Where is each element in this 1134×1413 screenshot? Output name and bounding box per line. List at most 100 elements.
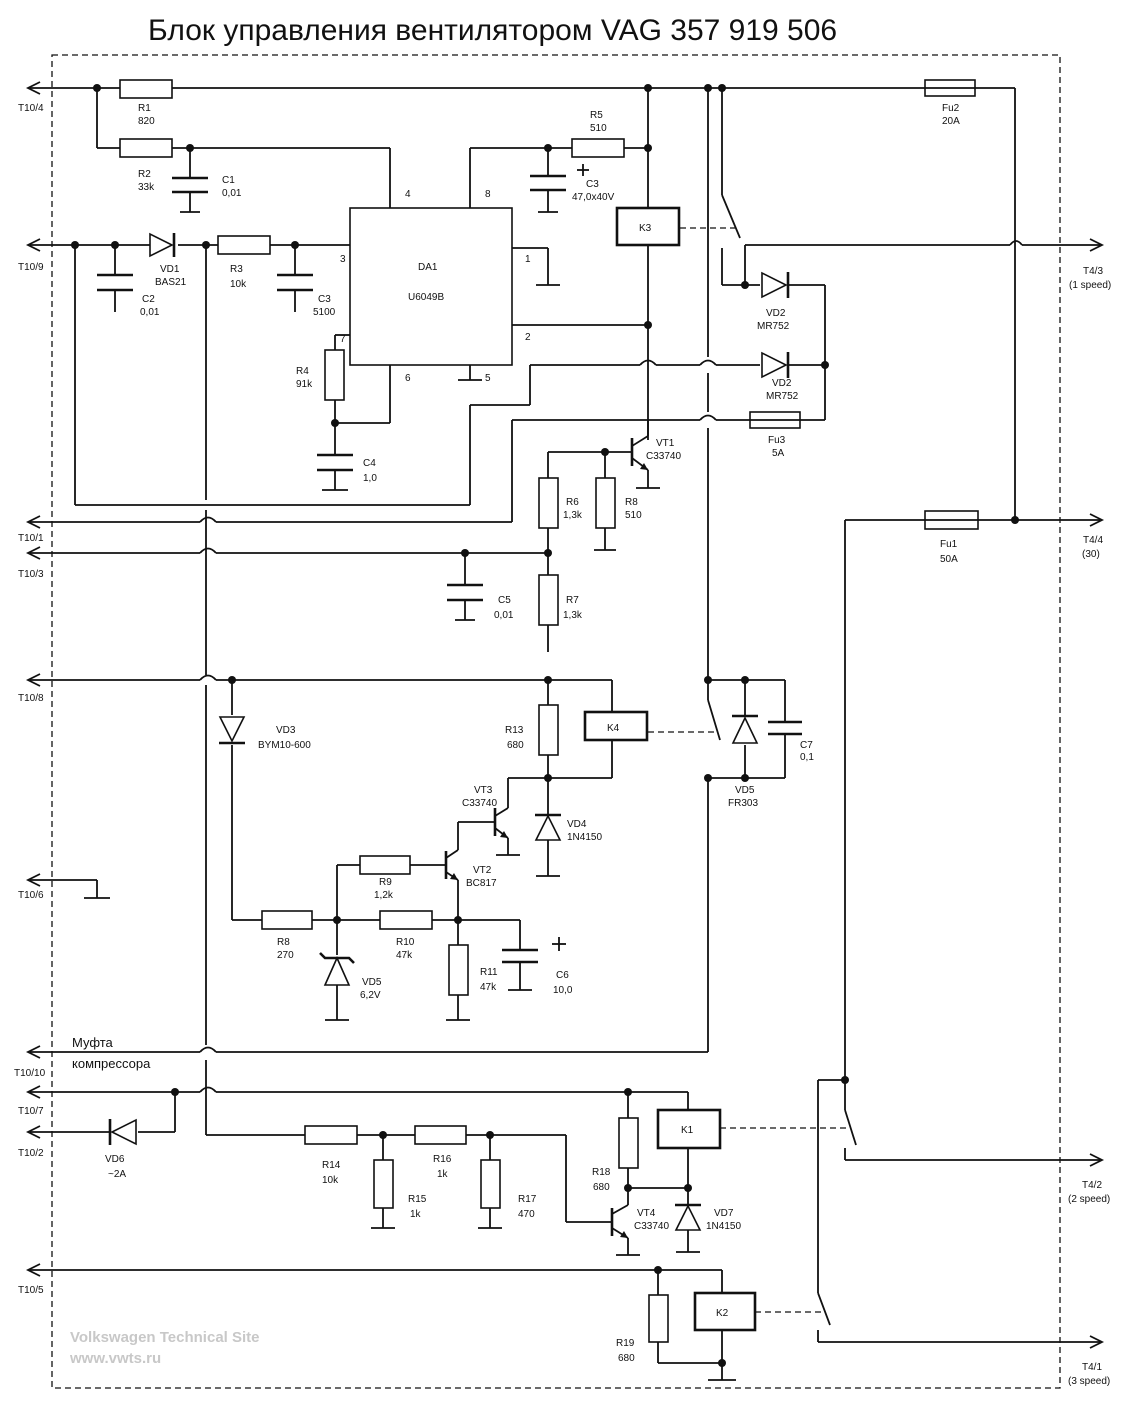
diagram-title: Блок управления вентилятором VAG 357 919… (148, 14, 837, 47)
label-c4-name: C4 (363, 458, 376, 469)
capacitor-c7 (768, 720, 802, 736)
terminal-t10-7: T10/7 (18, 1106, 44, 1117)
relay-k4-label: K4 (607, 723, 620, 734)
resistor-r4 (324, 349, 345, 401)
zener-vd5 (319, 952, 355, 986)
terminal-t10-10: T10/10 (14, 1068, 46, 1079)
fuse-fu1 (924, 510, 979, 530)
label-vd5-name: VD5 (735, 785, 755, 796)
label-c3b-value: 47,0x40V (572, 192, 615, 203)
label-r15-value: 1k (410, 1209, 422, 1220)
label-r14-name: R14 (322, 1160, 341, 1171)
resistor-r11 (448, 944, 469, 996)
capacitor-c5 (447, 583, 483, 602)
label-vt3-name: VT3 (474, 785, 493, 796)
relay-k1-label: K1 (681, 1125, 694, 1136)
terminal-t10-6: T10/6 (18, 890, 44, 901)
ic-pin-6: 6 (405, 373, 411, 384)
terminal-t10-3: T10/3 (18, 569, 44, 580)
label-r10-name: R10 (396, 937, 415, 948)
clutch-label-line1: Муфта (72, 1035, 114, 1050)
ic-da1 (349, 207, 513, 366)
diode-vd3 (218, 716, 246, 745)
label-vt4-name: VT4 (637, 1208, 656, 1219)
label-r6-value: 1,3k (563, 510, 583, 521)
label-r3-name: R3 (230, 264, 243, 275)
label-vd4-name: VD4 (567, 819, 587, 830)
label-vd1-name: VD1 (160, 264, 180, 275)
resistor-r13 (538, 704, 559, 756)
label-c3a-value: 5100 (313, 307, 336, 318)
label-vt1-value: C33740 (646, 451, 681, 462)
resistor-r1 (119, 79, 173, 99)
label-c4-value: 1,0 (363, 473, 377, 484)
label-r1-value: 820 (138, 116, 155, 127)
label-r2-name: R2 (138, 169, 151, 180)
label-r8a-name: R8 (625, 497, 638, 508)
terminal-t10-8: T10/8 (18, 693, 44, 704)
transistor-vt3 (493, 807, 509, 839)
terminal-t4-4: T4/4 (1083, 535, 1103, 546)
label-r8b-name: R8 (277, 937, 290, 948)
terminal-t4-3: T4/3 (1083, 266, 1103, 277)
label-r13-name: R13 (505, 725, 524, 736)
resistor-r17 (480, 1159, 501, 1209)
ic-da1-name: DA1 (418, 262, 438, 273)
label-vd6-name: VD6 (105, 1154, 125, 1165)
label-r8b-value: 270 (277, 950, 294, 961)
junction-dots (71, 84, 1019, 1367)
label-vt2-value: BC817 (466, 878, 497, 889)
label-r18-name: R18 (592, 1167, 611, 1178)
label-fu3-name: Fu3 (768, 435, 786, 446)
terminal-t4-4-note: (30) (1082, 549, 1100, 560)
terminal-t4-1: T4/1 (1082, 1362, 1102, 1373)
ic-pin-1: 1 (525, 254, 531, 265)
transistor-vt2 (444, 849, 459, 881)
label-r2-value: 33k (138, 182, 155, 193)
resistor-r14 (304, 1125, 358, 1145)
module-boundary (51, 54, 1061, 1389)
relay-k2-label: K2 (716, 1308, 729, 1319)
resistor-r6 (538, 477, 559, 529)
fuse-fu3 (749, 411, 801, 429)
resistor-r10 (379, 910, 433, 930)
label-r6-name: R6 (566, 497, 579, 508)
ic-da1-part: U6049B (408, 292, 444, 303)
ic-pin-2: 2 (525, 332, 531, 343)
label-r11-name: R11 (480, 967, 498, 978)
label-c6-name: C6 (556, 970, 569, 981)
label-c5-value: 0,01 (494, 610, 514, 621)
label-c2-value: 0,01 (140, 307, 160, 318)
capacitor-c4 (317, 453, 353, 472)
terminal-t10-1: T10/1 (18, 533, 44, 544)
label-vd2a-value: MR752 (757, 321, 790, 332)
label-r9-value: 1,2k (374, 890, 394, 901)
watermark-line1: Volkswagen Technical Site (70, 1329, 260, 1346)
resistor-r7 (538, 574, 559, 626)
label-fu1-value: 50A (940, 554, 958, 565)
component-labels: R1 820 R2 33k C1 0,01 R5 510 C3 47,0x40V… (105, 103, 960, 1364)
terminal-t4-2: T4/2 (1082, 1180, 1102, 1191)
label-vd3-name: VD3 (276, 725, 296, 736)
label-vd5-value: FR303 (728, 798, 758, 809)
label-r7-value: 1,3k (563, 610, 583, 621)
diode-vd4 (534, 813, 562, 841)
label-fu2-name: Fu2 (942, 103, 960, 114)
label-vd2a-name: VD2 (766, 308, 786, 319)
label-fu2-value: 20A (942, 116, 960, 127)
capacitor-c6 (502, 937, 566, 964)
label-r16-value: 1k (437, 1169, 449, 1180)
label-r4-value: 91k (296, 379, 313, 390)
terminal-t4-3-note: (1 speed) (1069, 280, 1111, 291)
capacitor-c1 (172, 176, 208, 194)
label-fu1-name: Fu1 (940, 539, 958, 550)
resistor-r8-270 (261, 910, 313, 930)
resistor-r15 (373, 1159, 394, 1209)
watermark-line2: www.vwts.ru (69, 1350, 161, 1367)
label-r17-name: R17 (518, 1194, 537, 1205)
resistor-r2 (119, 138, 173, 158)
resistor-r3 (217, 235, 271, 255)
label-r11-value: 47k (480, 982, 497, 993)
terminal-t10-2: T10/2 (18, 1148, 44, 1159)
